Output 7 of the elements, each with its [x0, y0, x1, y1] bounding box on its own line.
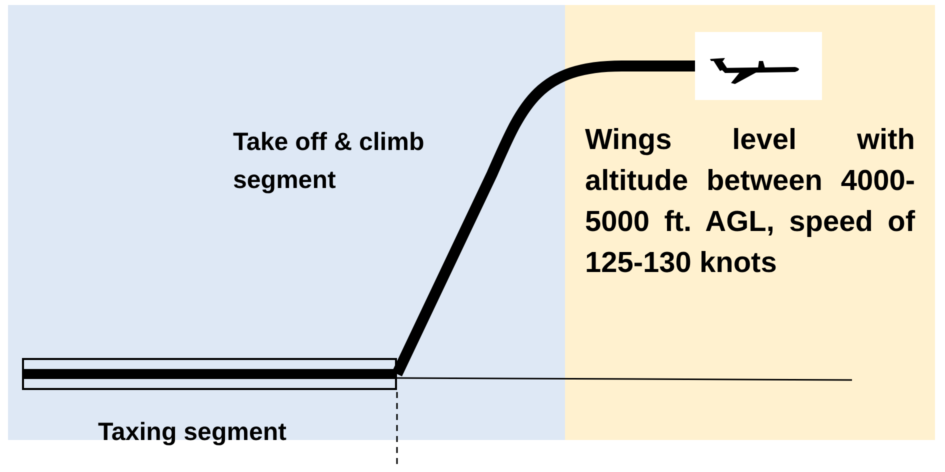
flight-description: Wings level with altitude between 4000-5000 ft. AGL, speed of 125-130 knots [585, 123, 915, 281]
flight-path-line [392, 60, 695, 376]
segment-label: Take off & climb segment [233, 127, 426, 196]
runway-bar [22, 358, 397, 390]
segment-label: Taxing segment [98, 417, 288, 448]
picture [695, 32, 822, 100]
cruise-panel [565, 5, 935, 440]
